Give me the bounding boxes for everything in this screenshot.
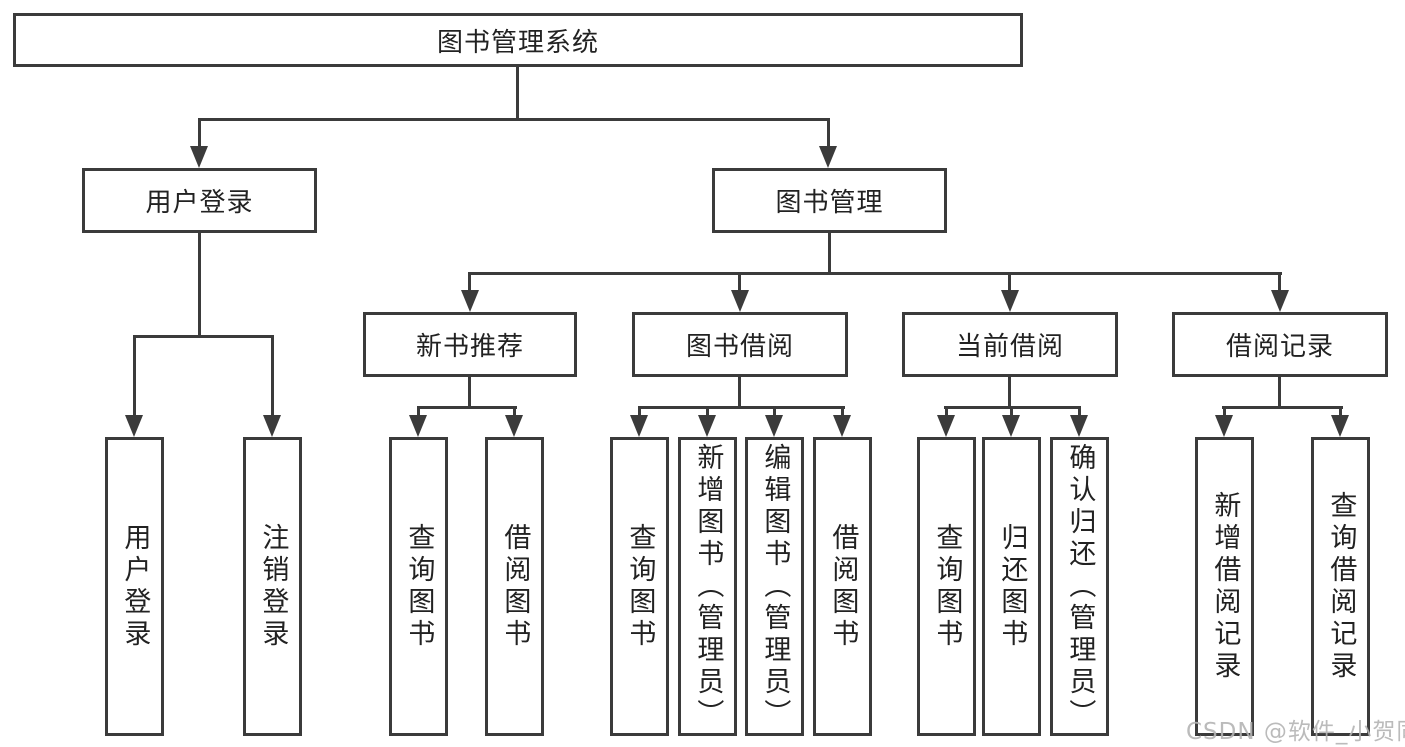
node-label: 新书推荐 bbox=[415, 332, 524, 362]
connector-line bbox=[198, 231, 201, 337]
node-label: 图书管理系统 bbox=[436, 27, 599, 58]
connector-line bbox=[945, 406, 948, 417]
connector-line bbox=[773, 406, 776, 417]
connector-line bbox=[638, 406, 641, 417]
connector-line bbox=[513, 406, 516, 417]
node-label: 借阅图书 bbox=[499, 522, 531, 651]
node-label: 借阅图书 bbox=[827, 522, 859, 651]
node-label: 当前借阅 bbox=[955, 332, 1064, 362]
connector-line bbox=[271, 335, 274, 416]
connector-line bbox=[198, 118, 201, 148]
arrow-down-icon bbox=[731, 290, 749, 312]
node-label: 图书借阅 bbox=[685, 332, 794, 362]
leaf-confirm-return-admin: 确认归还（管理员） bbox=[1050, 437, 1109, 736]
leaf-edit-book-admin: 编辑图书（管理员） bbox=[745, 437, 804, 736]
connector-line bbox=[738, 375, 741, 408]
connector-line bbox=[1078, 406, 1081, 417]
node-label: 注销登录 bbox=[257, 522, 289, 651]
connector-line bbox=[1222, 406, 1343, 409]
leaf-return-book: 归还图书 bbox=[982, 437, 1041, 736]
arrow-down-icon bbox=[1070, 415, 1088, 437]
connector-line bbox=[417, 406, 517, 409]
leaf-add-book-admin: 新增图书（管理员） bbox=[678, 437, 737, 736]
node-label: 归还图书 bbox=[996, 522, 1028, 651]
leaf-user-login: 用户登录 bbox=[105, 437, 164, 736]
node-label: 图书管理 bbox=[775, 188, 884, 218]
node-label: 用户登录 bbox=[119, 522, 151, 651]
connector-line bbox=[1008, 375, 1011, 408]
node-book-borrow: 图书借阅 bbox=[632, 312, 848, 377]
connector-line bbox=[198, 118, 830, 121]
connector-line bbox=[1010, 406, 1013, 417]
arrow-down-icon bbox=[1002, 415, 1020, 437]
connector-line bbox=[133, 335, 136, 416]
arrow-down-icon bbox=[833, 415, 851, 437]
arrow-down-icon bbox=[765, 415, 783, 437]
watermark: CSDN @软件_小贺同学 bbox=[1186, 719, 1405, 745]
arrow-down-icon bbox=[630, 415, 648, 437]
node-new-book-recommend: 新书推荐 bbox=[363, 312, 577, 377]
arrow-down-icon bbox=[1271, 290, 1289, 312]
leaf-query-book-current: 查询图书 bbox=[917, 437, 976, 736]
arrow-down-icon bbox=[819, 146, 837, 168]
arrow-down-icon bbox=[1001, 290, 1019, 312]
node-label: 查询图书 bbox=[931, 522, 963, 651]
connector-line bbox=[841, 406, 844, 417]
connector-line bbox=[638, 406, 845, 409]
node-user-login: 用户登录 bbox=[82, 168, 317, 233]
connector-line bbox=[828, 231, 831, 274]
node-label: 查询图书 bbox=[403, 522, 435, 651]
connector-line bbox=[827, 118, 830, 148]
leaf-borrow-book: 借阅图书 bbox=[813, 437, 872, 736]
arrow-down-icon bbox=[125, 415, 143, 437]
node-label: 用户登录 bbox=[145, 188, 254, 218]
arrow-down-icon bbox=[505, 415, 523, 437]
connector-line bbox=[468, 272, 471, 292]
connector-line bbox=[516, 66, 519, 119]
node-label: 查询图书 bbox=[624, 522, 656, 651]
leaf-query-book-borrow: 查询图书 bbox=[610, 437, 669, 736]
leaf-add-borrow-record: 新增借阅记录 bbox=[1195, 437, 1254, 736]
connector-line bbox=[133, 335, 274, 338]
leaf-query-book-recommend: 查询图书 bbox=[389, 437, 448, 736]
connector-line bbox=[706, 406, 709, 417]
connector-line bbox=[468, 272, 1282, 275]
connector-line bbox=[417, 406, 420, 417]
connector-line bbox=[1223, 406, 1226, 417]
node-book-management: 图书管理 bbox=[712, 168, 947, 233]
leaf-query-borrow-record: 查询借阅记录 bbox=[1311, 437, 1370, 736]
arrow-down-icon bbox=[1331, 415, 1349, 437]
connector-line bbox=[1008, 272, 1011, 292]
node-root: 图书管理系统 bbox=[13, 13, 1023, 67]
node-label: 新增借阅记录 bbox=[1209, 490, 1241, 683]
connector-line bbox=[1278, 375, 1281, 408]
arrow-down-icon bbox=[190, 146, 208, 168]
node-borrow-records: 借阅记录 bbox=[1172, 312, 1388, 377]
arrow-down-icon bbox=[263, 415, 281, 437]
connector-line bbox=[468, 375, 471, 408]
node-current-borrow: 当前借阅 bbox=[902, 312, 1118, 377]
leaf-borrow-book-recommend: 借阅图书 bbox=[485, 437, 544, 736]
connector-line bbox=[1278, 272, 1281, 292]
arrow-down-icon bbox=[409, 415, 427, 437]
arrow-down-icon bbox=[698, 415, 716, 437]
connector-line bbox=[1339, 406, 1342, 417]
connector-line bbox=[738, 272, 741, 292]
node-label: 借阅记录 bbox=[1225, 332, 1334, 362]
arrow-down-icon bbox=[1215, 415, 1233, 437]
arrow-down-icon bbox=[461, 290, 479, 312]
node-label: 查询借阅记录 bbox=[1325, 490, 1357, 683]
node-label: 编辑图书（管理员） bbox=[759, 442, 791, 731]
node-label: 新增图书（管理员） bbox=[692, 442, 724, 731]
arrow-down-icon bbox=[937, 415, 955, 437]
leaf-logout-login: 注销登录 bbox=[243, 437, 302, 736]
node-label: 确认归还（管理员） bbox=[1064, 442, 1096, 731]
